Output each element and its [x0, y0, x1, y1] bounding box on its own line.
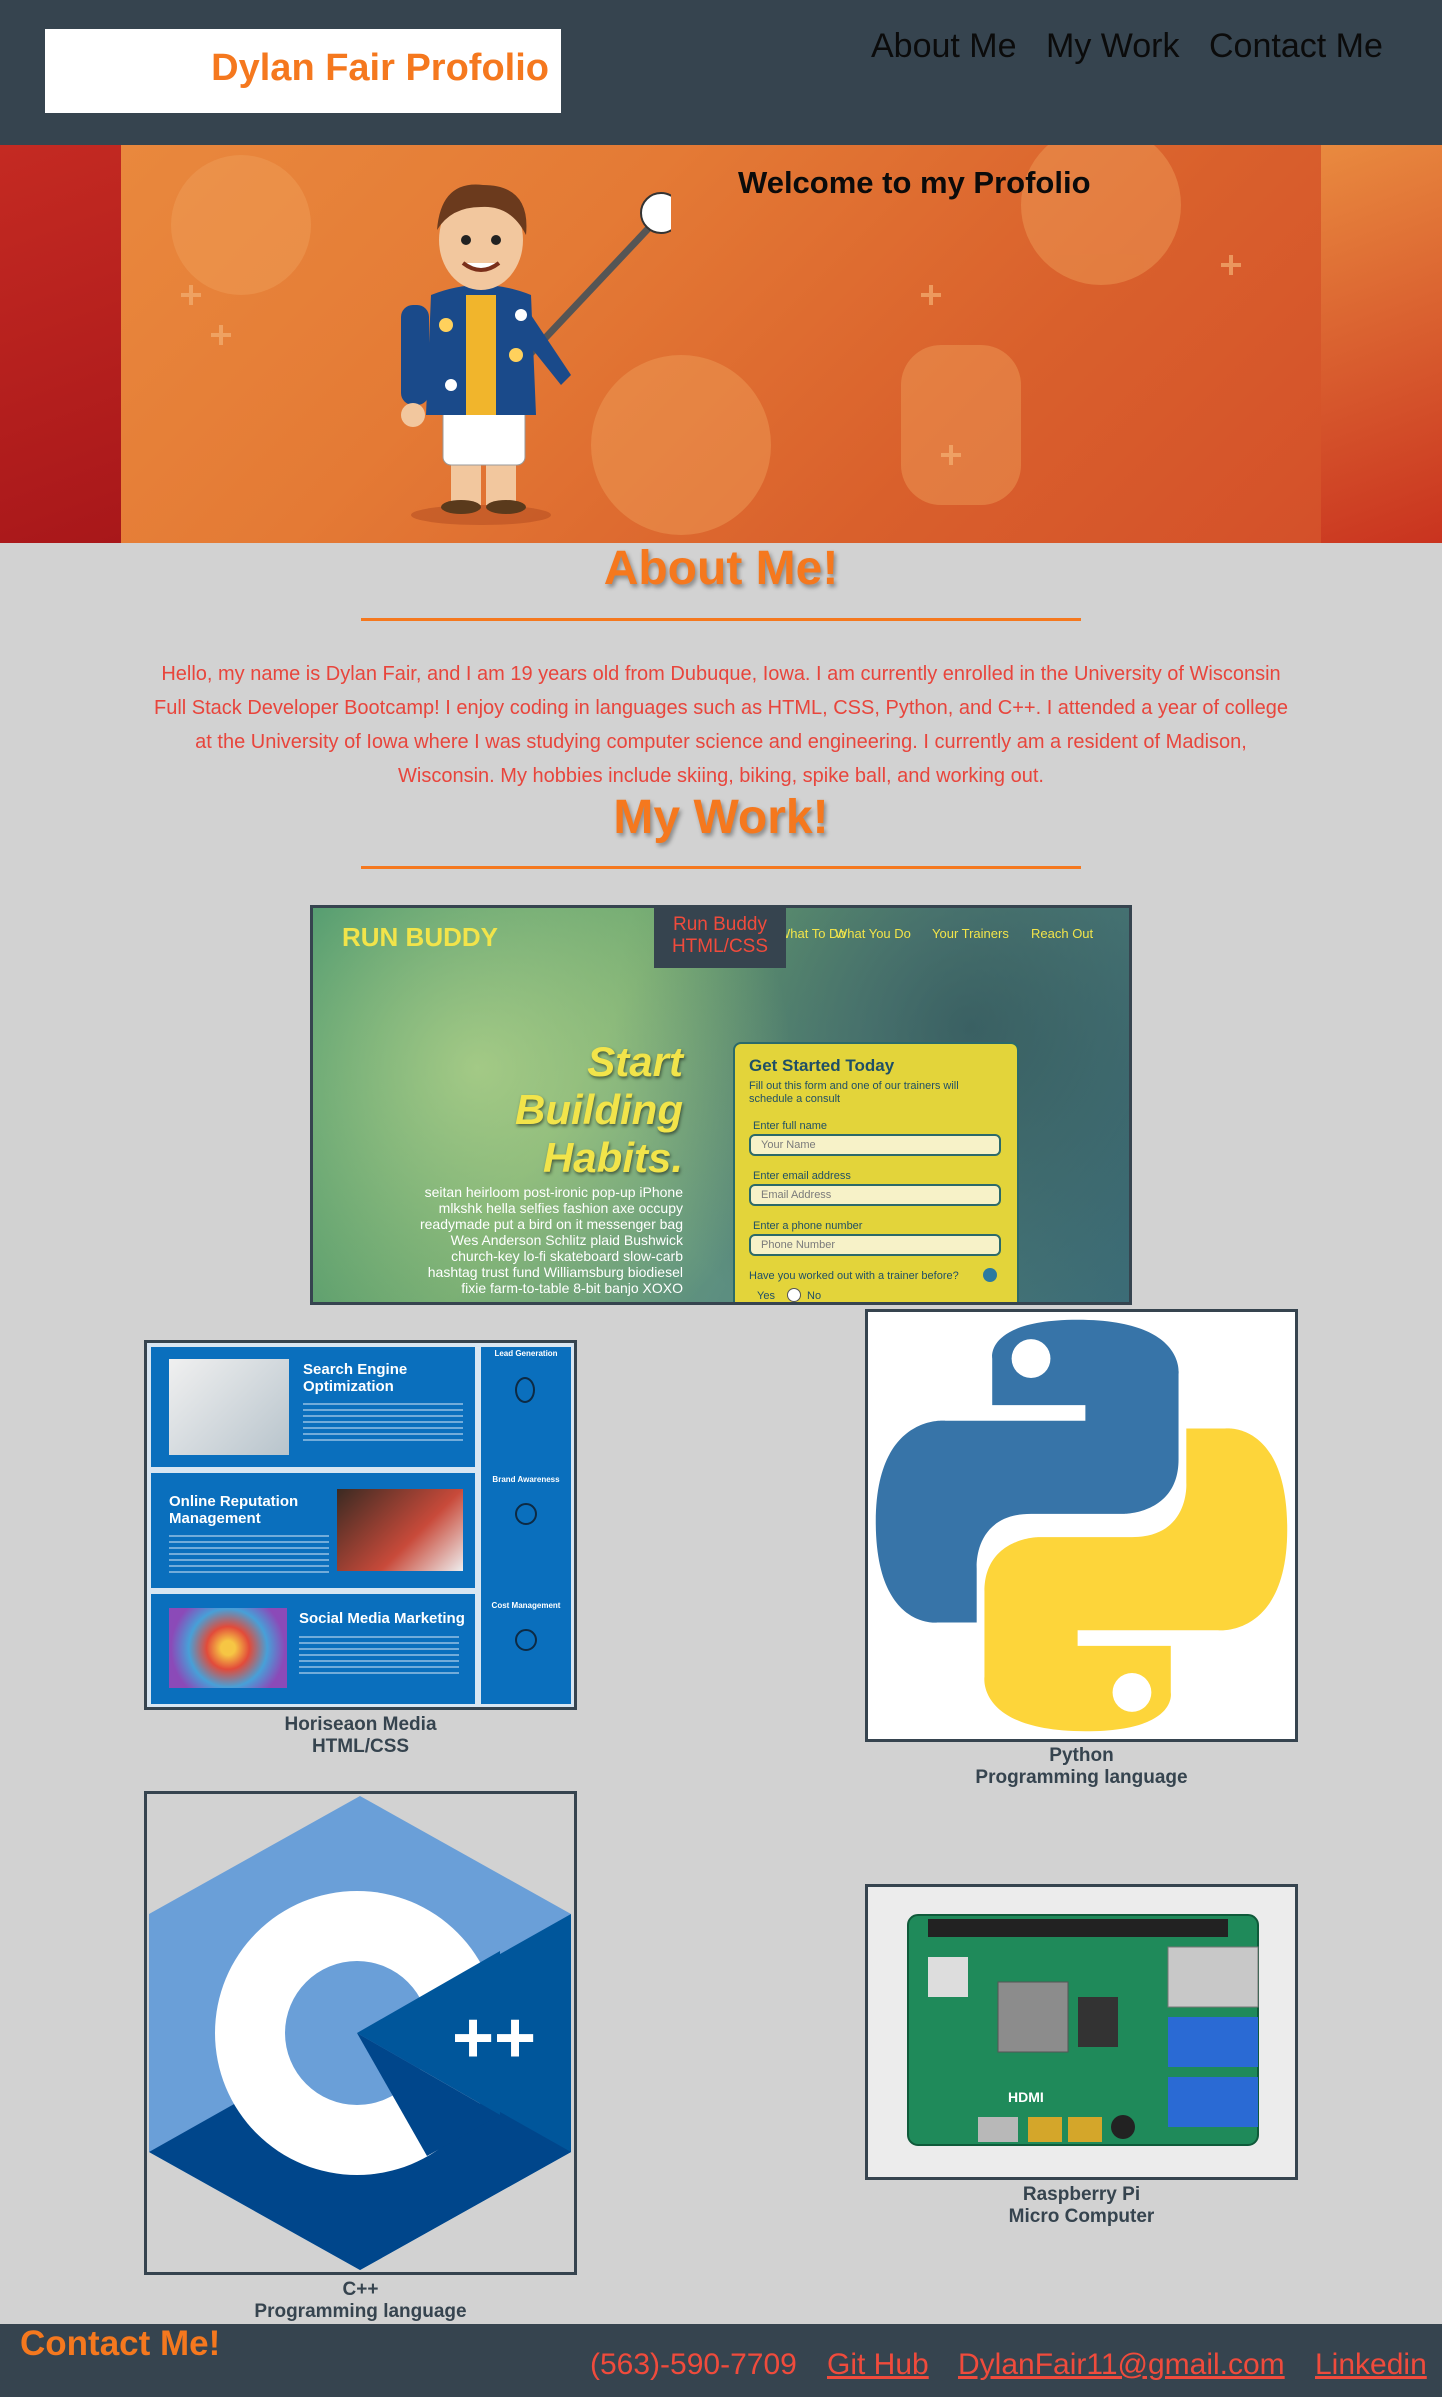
hero-pattern-left [0, 145, 121, 543]
hdmi-label: HDMI [1008, 2089, 1044, 2105]
raspberry-caption-type: Micro Computer [1008, 2206, 1155, 2227]
side-lead: Lead Generation [494, 1349, 558, 1358]
horiseon-sidebar: Lead Generation Brand Awareness Cost Man… [481, 1347, 571, 1704]
reputation-title: Online Reputation Management [169, 1493, 299, 1527]
runbuddy-name-field: Your Name [749, 1134, 1001, 1156]
cpp-plus-glyph: ++ [452, 1998, 536, 2078]
cpp-logo-icon: ++ [149, 1796, 571, 2270]
social-title: Social Media Marketing [299, 1610, 465, 1627]
python-caption: Python Programming language [865, 1745, 1298, 1789]
raspberry-caption-title: Raspberry Pi [1022, 2184, 1141, 2205]
runbuddy-form: Get Started Today Fill out this form and… [733, 1042, 1019, 1302]
work-title: My Work! [613, 791, 829, 844]
horiseon-caption-title: Horiseaon Media [284, 1714, 437, 1735]
runbuddy-body: seitan heirloom post-ironic pop-up iPhon… [419, 1184, 683, 1296]
horiseon-caption-tech: HTML/CSS [311, 1736, 410, 1757]
contact-title: Contact Me! [20, 2324, 221, 2363]
social-image [169, 1608, 287, 1688]
lightbulb-icon [515, 1377, 535, 1403]
reputation-text [169, 1535, 329, 1575]
runbuddy-phone-field: Phone Number [749, 1234, 1001, 1256]
hero-pattern-right [1321, 145, 1442, 543]
runbuddy-nav-1: What To Do [778, 926, 846, 941]
nav-my-work[interactable]: My Work [1046, 27, 1180, 65]
raspberry-pi-board-icon: HDMI [907, 1914, 1259, 2146]
site-header: Dylan Fair Profolio About Me My Work Con… [0, 0, 1442, 145]
cpp-caption-type: Programming language [254, 2301, 467, 2322]
hero-banner: Welcome to my Profolio [0, 145, 1442, 543]
horiseon-project[interactable]: Search Engine Optimization Online Reputa… [144, 1340, 577, 1710]
python-logo-icon [875, 1319, 1288, 1732]
seo-image [169, 1359, 289, 1455]
runbuddy-label-title: Run Buddy [672, 914, 767, 935]
cpp-caption-title: C++ [342, 2279, 379, 2300]
runbuddy-yes: Yes [757, 1290, 775, 1302]
email-link[interactable]: DylanFair11@gmail.com [958, 2348, 1285, 2381]
phone-number: (563)-590-7709 [590, 2348, 797, 2381]
site-logo[interactable]: Dylan Fair Profolio [211, 47, 549, 89]
runbuddy-no: No [807, 1290, 822, 1302]
logo-box[interactable]: Dylan Fair Profolio [45, 29, 561, 113]
python-caption-type: Programming language [975, 1767, 1188, 1788]
raspberry-pi-item[interactable]: HDMI [865, 1884, 1298, 2180]
broadcast-icon [515, 1503, 537, 1525]
runbuddy-nav-2: What You Do [835, 926, 911, 941]
about-text: Hello, my name is Dylan Fair, and I am 1… [154, 663, 1288, 787]
cpp-item[interactable]: ++ [144, 1791, 577, 2275]
horiseon-block-reputation: Online Reputation Management [151, 1473, 475, 1588]
social-text [299, 1636, 459, 1676]
hero-pattern [171, 145, 1241, 535]
radio-icon [787, 1288, 801, 1302]
horiseon-block-seo: Search Engine Optimization [151, 1347, 475, 1467]
seo-text [303, 1403, 463, 1443]
runbuddy-form-title: Get Started Today [749, 1056, 895, 1075]
about-title: About Me! [603, 542, 839, 595]
linkedin-link[interactable]: Linkedin [1315, 2348, 1427, 2381]
about-divider [361, 618, 1081, 621]
runbuddy-label-email: Enter email address [753, 1170, 851, 1182]
site-footer: Contact Me! (563)-590-7709 Git Hub Dylan… [0, 2324, 1442, 2397]
radio-icon [983, 1268, 997, 1282]
github-link[interactable]: Git Hub [827, 2348, 929, 2381]
runbuddy-form-subtitle: Fill out this form and one of our traine… [749, 1080, 959, 1105]
runbuddy-headline: Start Building Habits. [515, 1038, 683, 1181]
side-brand: Brand Awareness [492, 1475, 560, 1484]
python-caption-title: Python [1049, 1745, 1114, 1766]
runbuddy-nav-4: Reach Out [1031, 926, 1094, 941]
hero-background: Welcome to my Profolio [121, 145, 1321, 543]
work-divider [361, 866, 1081, 869]
coins-icon [515, 1629, 537, 1651]
runbuddy-label-phone: Enter a phone number [753, 1220, 863, 1232]
runbuddy-label[interactable]: Run Buddy HTML/CSS [654, 906, 786, 968]
avatar-character-icon [401, 184, 671, 525]
reputation-image [337, 1489, 463, 1571]
runbuddy-question: Have you worked out with a trainer befor… [749, 1270, 959, 1282]
hero-title: Welcome to my Profolio [738, 165, 1091, 200]
runbuddy-label-tech: HTML/CSS [671, 936, 769, 957]
raspberry-caption: Raspberry Pi Micro Computer [865, 2184, 1298, 2228]
cpp-caption: C++ Programming language [144, 2279, 577, 2323]
nav-contact-me[interactable]: Contact Me [1209, 27, 1383, 65]
runbuddy-nav-3: Your Trainers [932, 926, 1009, 941]
nav-about-me[interactable]: About Me [871, 27, 1017, 65]
side-cost: Cost Management [491, 1601, 561, 1610]
horiseon-block-social: Social Media Marketing [151, 1594, 475, 1704]
runbuddy-project[interactable]: RUN BUDDY What To Do What You Do Your Tr… [310, 905, 1132, 1305]
runbuddy-label-name: Enter full name [753, 1120, 827, 1132]
seo-title: Search Engine Optimization [303, 1361, 408, 1395]
runbuddy-email-field: Email Address [749, 1184, 1001, 1206]
runbuddy-brand: RUN BUDDY [342, 922, 498, 952]
horiseon-caption: Horiseaon Media HTML/CSS [144, 1714, 577, 1758]
python-item[interactable] [865, 1309, 1298, 1742]
